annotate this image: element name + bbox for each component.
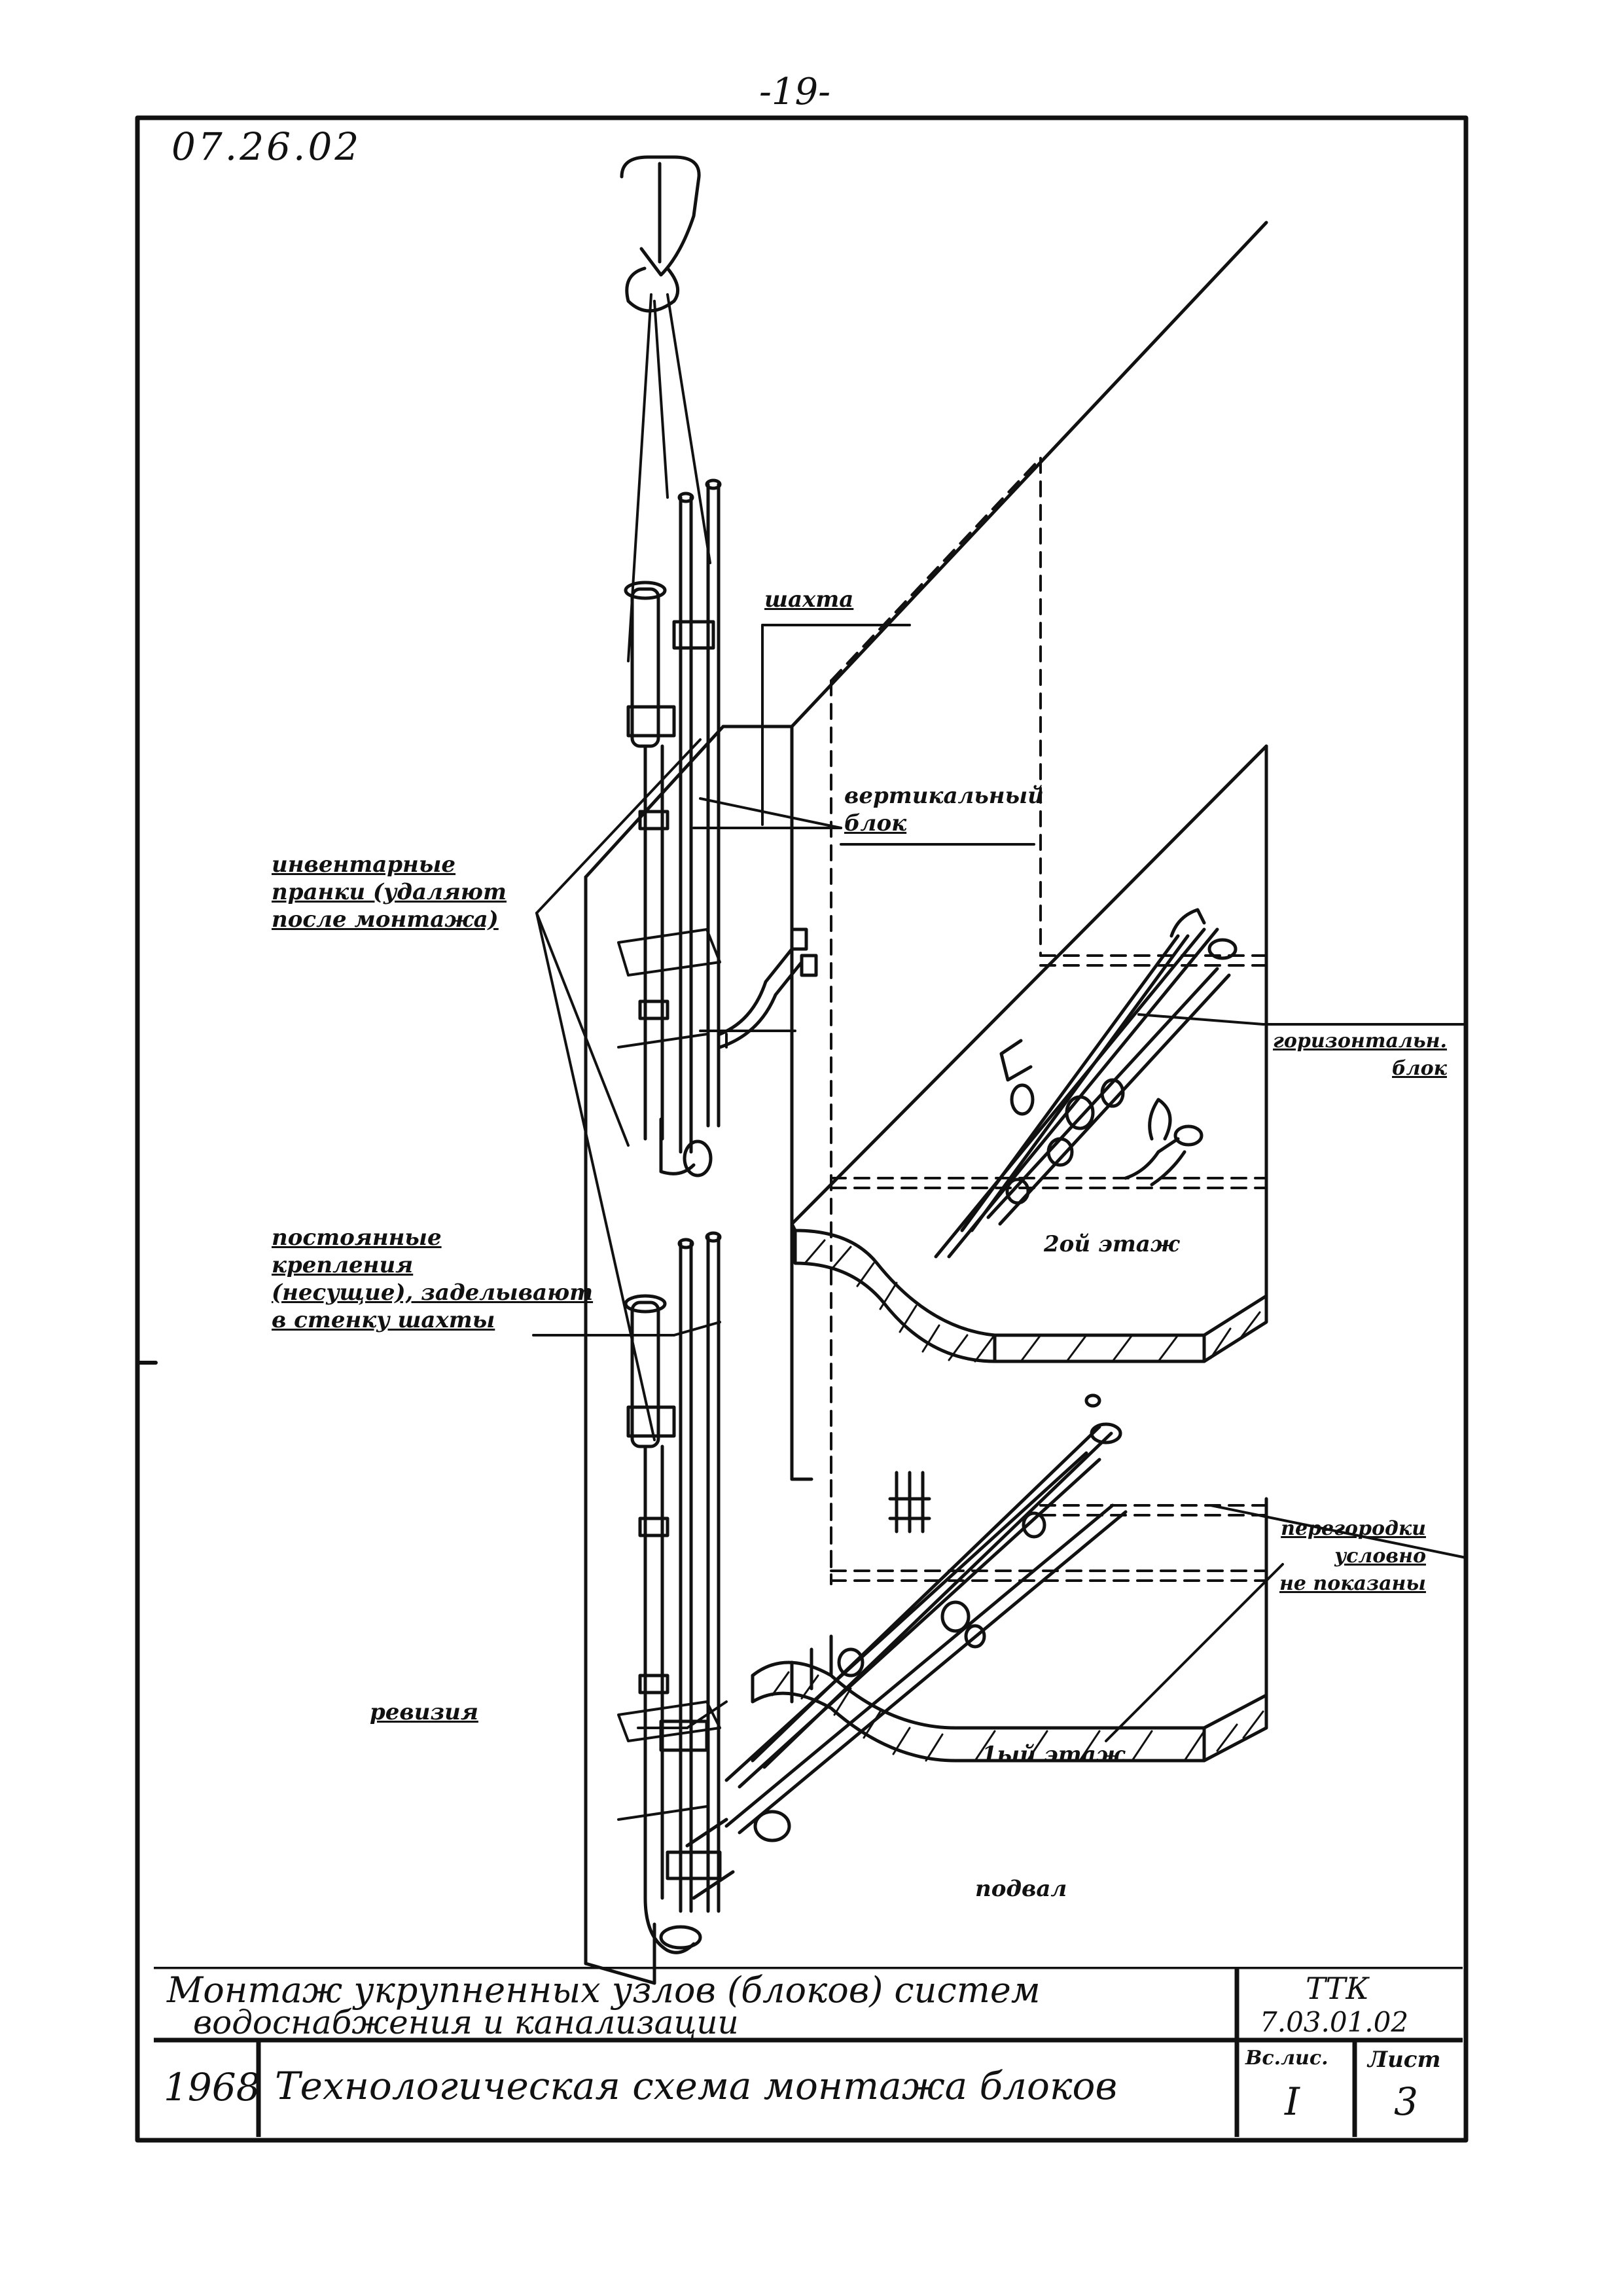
label-partitions: перегородки условно не показаны [1279, 1517, 1426, 1595]
floor-2-slab [790, 744, 1268, 1363]
label-basement: подвал [975, 1876, 1067, 1902]
title-block-grid [154, 1967, 1463, 2137]
leader-lines [532, 624, 1467, 1742]
wall-clamps [617, 928, 721, 1821]
sheet-label: Лист [1368, 2047, 1441, 2073]
label-vertical-block: вертикальный блок [844, 783, 1044, 836]
title-line-2: водоснабжения и канализации [193, 2003, 739, 2041]
vertical-block-upper [624, 478, 818, 1177]
page-frame [135, 115, 1469, 2143]
sheets-label: Вс.лис. [1245, 2047, 1329, 2070]
label-horizontal-block: горизонтальн. блок [1273, 1030, 1447, 1080]
ttk-label: ТТК [1306, 1971, 1369, 2006]
floor-1-slab-hatch [771, 1671, 1264, 1762]
sheets-value: I [1285, 2079, 1300, 2124]
label-revision: ревизия [370, 1699, 478, 1725]
page-number: -19- [759, 71, 831, 113]
ttk-code: 7.03.01.02 [1260, 2006, 1409, 2038]
title-block: Монтаж укрупненных узлов (блоков) систем… [154, 1967, 1463, 2137]
label-permanent-fasteners: постоянные крепления (несущие), заделыва… [272, 1225, 594, 1333]
vertical-block-lower [624, 1231, 722, 1954]
label-inventory-clamps: инвентарные пранки (удаляют после монтаж… [272, 852, 507, 933]
lifting-slings [627, 293, 711, 662]
horizontal-block-lower [685, 1393, 1128, 1900]
horizontal-block-upper [934, 908, 1238, 1259]
label-floor-2: 2ой этаж [1044, 1231, 1180, 1257]
shaft-wall [584, 221, 1268, 1985]
year: 1968 [164, 2065, 260, 2109]
floor-1-slab [751, 1497, 1268, 1763]
floor-2-slab-hatch [804, 1239, 1261, 1363]
document-code: 07.26.02 [171, 124, 362, 169]
subtitle: Технологическая схема монтажа блоков [275, 2064, 1118, 2108]
sheet-value: 3 [1394, 2079, 1418, 2124]
label-shaft: шахта [764, 586, 854, 613]
title-line-1: Монтаж укрупненных узлов (блоков) систем [167, 1969, 1041, 2011]
label-floor-1: 1ый этаж [982, 1742, 1126, 1768]
crane-hook [620, 155, 701, 313]
hidden-lines [830, 457, 1268, 1585]
